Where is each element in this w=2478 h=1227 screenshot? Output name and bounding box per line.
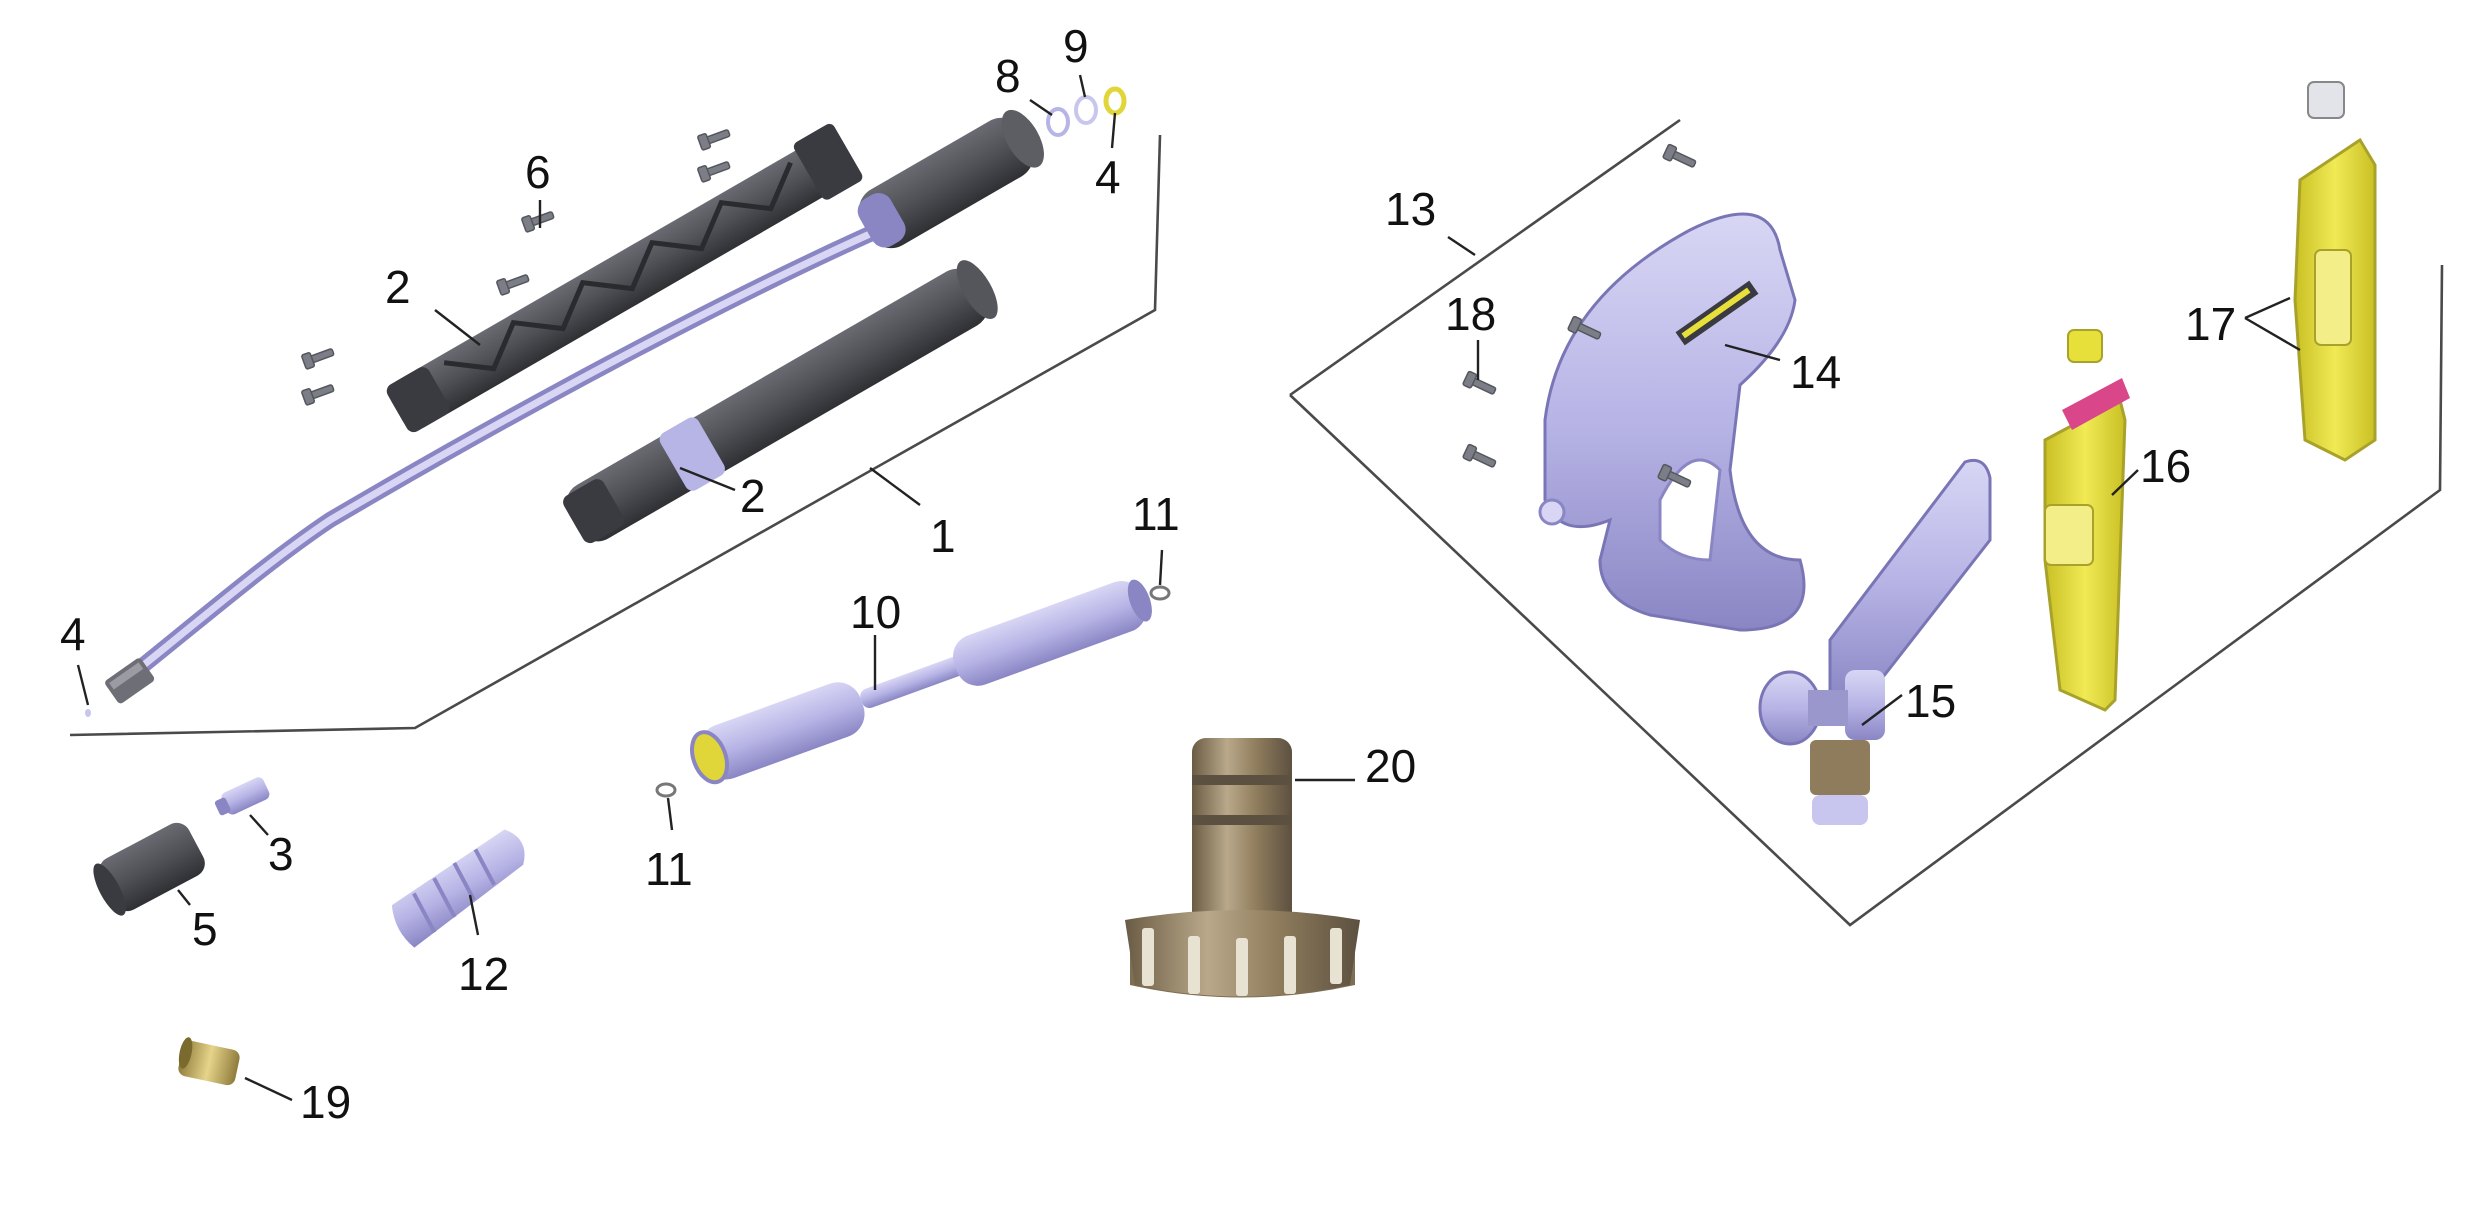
leader-14	[1724, 343, 1781, 362]
grip-sleeve-icon	[563, 260, 998, 544]
nozzle-cap-icon	[93, 822, 205, 916]
leader-17	[2244, 296, 2301, 352]
leader-15	[1861, 694, 1903, 726]
callout-19: 19	[300, 1076, 351, 1128]
callout-13: 13	[1385, 183, 1436, 235]
lance-tube-icon	[105, 109, 1044, 704]
callout-11-left: 11	[645, 843, 693, 895]
gun-assembly-frame	[1289, 118, 2444, 927]
trigger-valve-icon	[1758, 458, 1992, 825]
callout-15: 15	[1905, 675, 1956, 727]
callout-20: 20	[1365, 740, 1416, 792]
handle-shell-icon	[386, 123, 863, 433]
callout-5: 5	[192, 903, 218, 955]
rotor-nozzle-icon	[391, 829, 525, 948]
spray-lance-icon	[690, 579, 1152, 785]
leader-9	[1078, 74, 1087, 98]
leader-19	[244, 1076, 293, 1102]
leader-1	[869, 467, 921, 506]
callout-2-lower: 2	[740, 470, 766, 522]
leader-4-left	[76, 664, 90, 706]
leader-5	[177, 889, 191, 906]
callout-11-right: 11	[1132, 488, 1180, 540]
leader-4-right	[1110, 112, 1117, 149]
callout-17: 17	[2185, 298, 2236, 350]
callout-2-upper: 2	[385, 261, 411, 313]
hose-connector-icon	[1125, 738, 1360, 998]
leader-8	[1029, 99, 1053, 116]
callout-14: 14	[1790, 346, 1841, 398]
leader-12	[468, 894, 480, 936]
leader-13	[1447, 236, 1476, 256]
callout-12: 12	[458, 948, 509, 1000]
callout-4-right: 4	[1095, 151, 1121, 203]
leader-lines	[76, 74, 2301, 1102]
callout-3: 3	[268, 828, 294, 880]
callout-8: 8	[995, 50, 1021, 102]
leader-3	[249, 814, 269, 836]
screw-icon	[301, 129, 731, 406]
adapter-fitting-icon	[214, 777, 270, 816]
o-ring-icon	[655, 585, 1171, 798]
leader-11-left	[666, 797, 674, 831]
trigger-lever-icon	[2293, 81, 2377, 462]
callout-labels: 1 2 2 3 4 4 5 6 8 9 10 11 11 12 13 14 15…	[60, 20, 2236, 1128]
callout-16: 16	[2140, 440, 2191, 492]
trigger-lever-icon	[2043, 329, 2130, 712]
leader-2-upper	[434, 309, 481, 346]
nozzle-insert-icon	[178, 1037, 240, 1086]
screw-icon	[1462, 143, 1697, 488]
leader-2-lower	[679, 466, 736, 492]
callout-18: 18	[1445, 288, 1496, 340]
callout-9: 9	[1063, 20, 1089, 72]
callout-6: 6	[525, 146, 551, 198]
callout-10: 10	[850, 586, 901, 638]
leader-11-right	[1158, 549, 1164, 586]
callout-4-left: 4	[60, 608, 86, 660]
leader-16	[2111, 469, 2139, 496]
gun-housing-icon	[1538, 212, 1806, 632]
callout-1: 1	[930, 510, 956, 562]
lance-assembly-frame	[69, 134, 1162, 737]
